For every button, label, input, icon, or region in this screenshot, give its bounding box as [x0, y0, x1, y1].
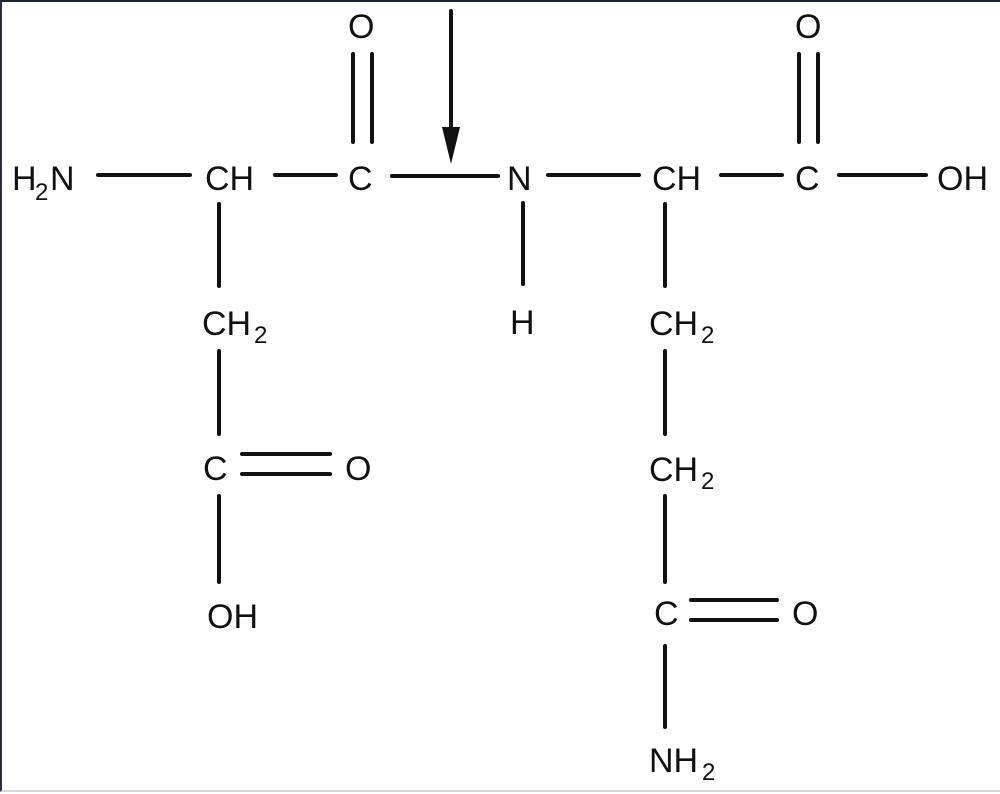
amide-nitrogen: N — [507, 160, 532, 198]
right-amide-oxygen: O — [792, 595, 818, 633]
amino-group-subscript: 2 — [35, 179, 48, 206]
right-amide-nitrogen: NH — [649, 742, 698, 780]
right-methylene-1-subscript: 2 — [701, 322, 714, 349]
arrow-down-icon — [442, 127, 460, 164]
right-methylene-2: CH — [649, 451, 698, 489]
amino-group-n: N — [50, 160, 75, 198]
right-amide-carbon: C — [654, 595, 679, 633]
carbonyl-oxygen-2: O — [795, 8, 821, 46]
right-amide-nitrogen-subscript: 2 — [702, 759, 715, 786]
amino-group-h: H — [12, 160, 37, 198]
left-methylene-subscript: 2 — [254, 322, 267, 349]
terminal-hydroxyl: OH — [937, 160, 988, 198]
alpha-carbon-2: CH — [652, 160, 701, 198]
left-carboxyl-carbon: C — [203, 450, 228, 488]
carbonyl-oxygen-1: O — [348, 8, 374, 46]
alpha-carbon-1: CH — [205, 160, 254, 198]
amide-hydrogen: H — [510, 304, 535, 342]
right-methylene-1: CH — [649, 305, 698, 343]
carbonyl-carbon-1: C — [348, 160, 373, 198]
left-carboxyl-oxygen: O — [345, 450, 371, 488]
carbonyl-carbon-2: C — [795, 160, 820, 198]
right-methylene-2-subscript: 2 — [701, 468, 714, 495]
left-hydroxyl: OH — [207, 598, 258, 636]
left-methylene: CH — [202, 305, 251, 343]
